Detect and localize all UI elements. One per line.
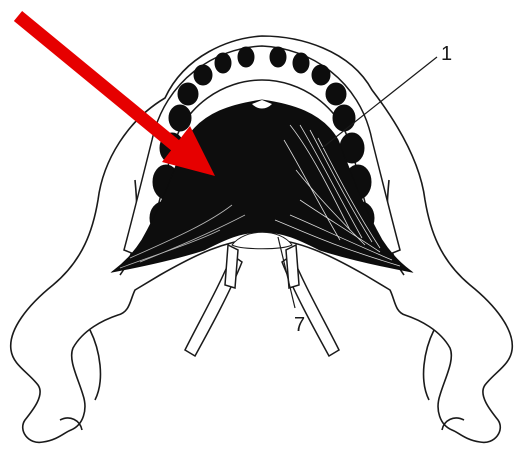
tooth	[293, 53, 309, 73]
tooth	[333, 105, 355, 131]
label-7: 7	[294, 314, 305, 336]
tooth	[326, 83, 346, 105]
tooth	[178, 83, 198, 105]
tooth	[270, 47, 286, 67]
tooth	[312, 65, 330, 85]
bone-processes	[185, 245, 339, 356]
tooth	[194, 65, 212, 85]
tooth	[169, 105, 191, 131]
tooth	[238, 47, 254, 67]
label-1: 1	[441, 43, 452, 65]
tooth	[215, 53, 231, 73]
